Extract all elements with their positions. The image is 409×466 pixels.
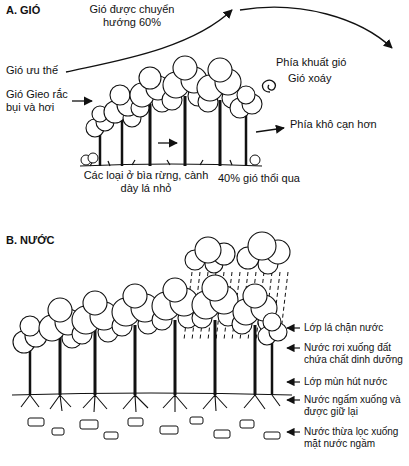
tree [237, 86, 255, 104]
label: Gió được chuyển hướng 60% [78, 3, 186, 29]
tree [152, 278, 198, 395]
stones [214, 430, 230, 438]
tree [208, 58, 232, 82]
label: Các loại ở bìa rừng, cành dày lá nhỏ [80, 169, 212, 195]
stones [28, 418, 44, 426]
cloud [185, 237, 235, 273]
cloud [195, 237, 221, 263]
tree [72, 291, 118, 395]
tree [99, 132, 102, 166]
tree [192, 275, 238, 395]
label: Gió Gieo rắc bụi và hơi [6, 88, 74, 114]
wind-arrows [263, 80, 276, 92]
tree [123, 284, 147, 308]
tree [263, 313, 281, 331]
tree [94, 330, 97, 395]
stones [28, 417, 280, 439]
tree [121, 118, 124, 166]
ground-line [12, 393, 292, 395]
ground-line [12, 393, 292, 395]
stones [190, 417, 203, 424]
leader-arrows [287, 431, 300, 432]
label: Nước thừa lọc xuống mặt nước ngầm [304, 426, 406, 450]
tree [149, 104, 152, 166]
tree [258, 313, 287, 395]
tree [243, 284, 267, 308]
stones [264, 432, 280, 439]
bush [250, 155, 260, 165]
tree [162, 56, 208, 166]
wind-arrows [256, 128, 284, 132]
tree [139, 67, 161, 89]
tree [232, 284, 278, 395]
tree [48, 298, 72, 322]
leader-arrows [287, 381, 300, 382]
tree [202, 275, 228, 301]
tree [29, 350, 32, 395]
tree [245, 114, 248, 166]
stones [160, 426, 178, 434]
stones [128, 418, 143, 426]
label: 40% gió thổi qua [218, 172, 328, 185]
label: Gió ưu thế [6, 64, 66, 77]
ground-line [90, 160, 232, 166]
tree [184, 96, 187, 166]
bush [88, 153, 98, 163]
section-heading: A. GIÓ [6, 4, 76, 17]
bush [81, 153, 260, 165]
label: Gió xoáy [288, 72, 368, 85]
tree [163, 278, 187, 302]
label: Lớp lá chặn nước [304, 322, 406, 334]
roots [21, 395, 280, 412]
roots [21, 395, 280, 412]
tree [219, 100, 222, 166]
leader-arrows [287, 328, 300, 432]
leader-arrows [287, 347, 300, 348]
wind-arrows [72, 100, 92, 101]
tree [112, 284, 159, 395]
label: Lớp mùn hút nước [304, 376, 406, 388]
leader-arrows [287, 399, 300, 400]
tree [83, 291, 107, 315]
tree [110, 85, 130, 105]
tree [230, 86, 262, 166]
tree [254, 325, 257, 395]
stones [80, 420, 98, 429]
tree [271, 342, 274, 395]
tree [214, 320, 217, 395]
section-heading: B. NƯỚC [6, 234, 96, 247]
tree [20, 316, 40, 336]
cloud [248, 232, 276, 260]
label: Phía khô cạn hơn [290, 118, 402, 131]
stones [104, 432, 118, 439]
leader-arrows [287, 327, 300, 328]
label: Nước ngấm xuống và được giữ lại [304, 394, 406, 418]
cloud [237, 232, 290, 274]
rain [184, 272, 288, 340]
rain [184, 272, 288, 340]
tree [134, 325, 137, 395]
stones [240, 420, 254, 428]
label: Nước rơi xuống đất chứa chất dinh dưỡng [304, 342, 406, 366]
label: Phía khuất gió [276, 56, 376, 69]
stones [52, 428, 64, 435]
ground-line [80, 160, 262, 166]
ground-line [80, 164, 262, 166]
wind-arrows [240, 7, 392, 48]
tree [174, 320, 177, 395]
tree [59, 335, 62, 395]
wind-arrows [158, 142, 177, 143]
tree [173, 56, 197, 80]
